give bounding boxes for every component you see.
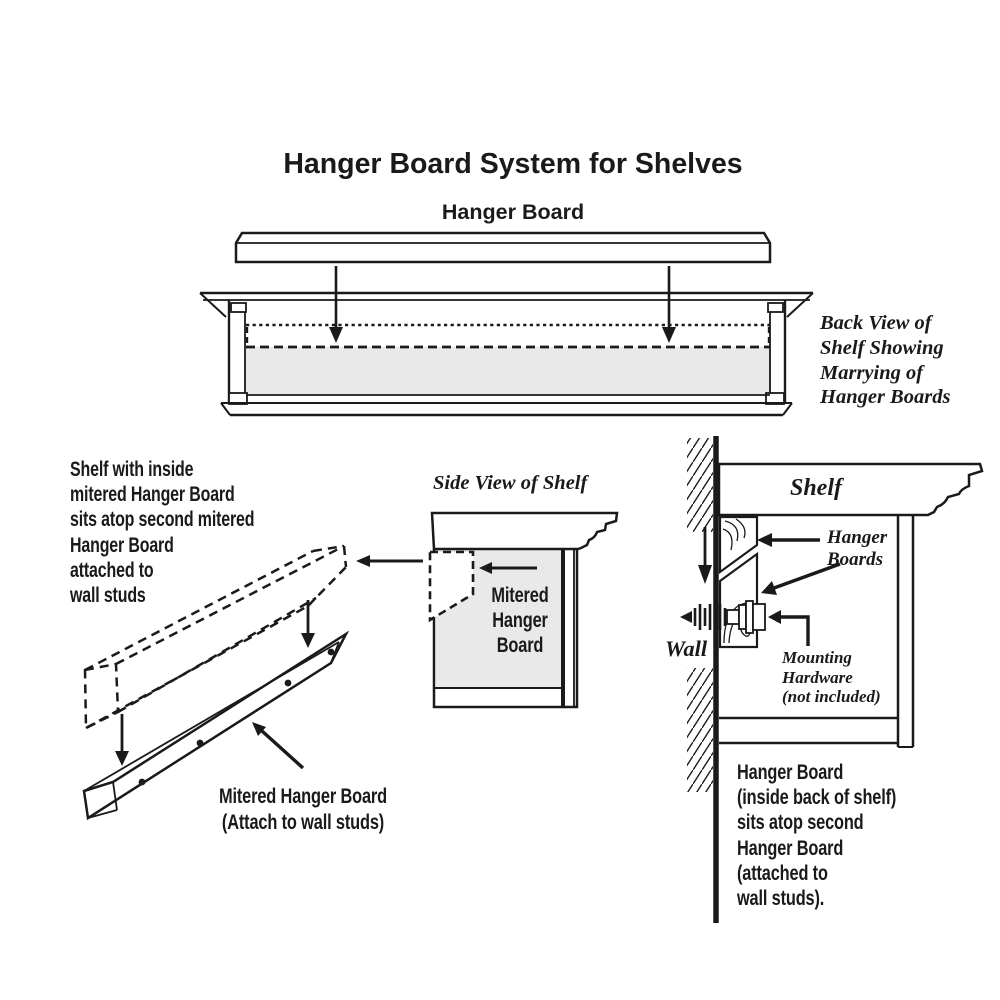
mitered-board-caption: Mitered Hanger Board (Attach to wall stu… [219, 785, 387, 834]
mounting-screw [680, 600, 766, 634]
hanger-boards-arrow-upper [757, 533, 820, 547]
hanger-board-upper [718, 515, 759, 575]
hanger-board-label: Hanger Board [441, 200, 585, 224]
dashed-mitered-board [83, 544, 348, 731]
page-title: Hanger Board System for Shelves [283, 148, 743, 180]
wall-label: Wall [665, 636, 708, 661]
back-view-caption: Back View of Shelf Showing Marrying of H… [820, 312, 951, 409]
hanger-boards-arrow-lower [761, 562, 841, 595]
solid-mitered-board [82, 630, 350, 821]
wall-hatching [687, 438, 713, 792]
drop-arrow-left [115, 714, 129, 766]
side-view-title: Side View of Shelf [433, 472, 588, 494]
mounting-hardware-label: Mounting Hardware (not included) [782, 648, 881, 706]
wall-down-arrow [698, 527, 712, 584]
drop-arrow-right [301, 600, 315, 648]
top-hanger-board [234, 231, 772, 264]
insertion-arrow-right [662, 266, 676, 343]
left-note: Shelf with inside mitered Hanger Board s… [70, 458, 255, 608]
mounting-hardware-arrow [768, 610, 810, 646]
side-view-board-label: Mitered Hanger Board [491, 584, 549, 657]
shelf-back-view [199, 291, 814, 417]
insertion-arrow-left [329, 266, 343, 343]
mitered-board-pointer-arrow [252, 722, 305, 770]
hanger-boards-label: Hanger Boards [827, 527, 888, 570]
sideview-to-board-arrow [356, 555, 423, 567]
shelf-side-profile [717, 462, 984, 748]
side-view-drawing [428, 511, 619, 709]
right-note: Hanger Board (inside back of shelf) sits… [737, 760, 897, 911]
shelf-label: Shelf [789, 475, 842, 501]
